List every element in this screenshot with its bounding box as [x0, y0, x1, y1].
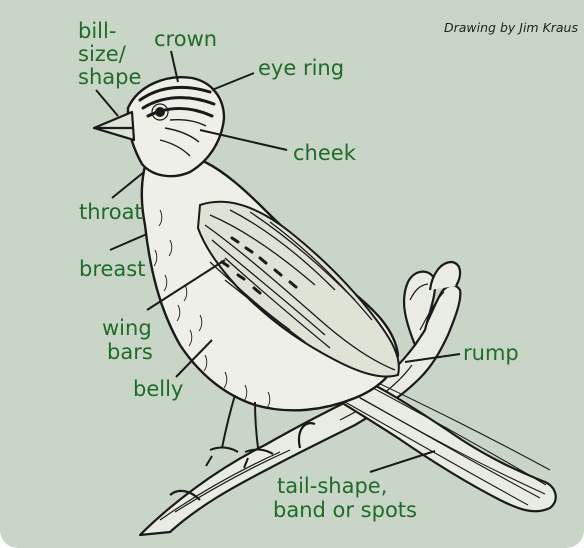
label-crown: crown [154, 29, 217, 50]
label-breast: breast [79, 259, 145, 280]
label-belly: belly [133, 379, 183, 400]
label-bill-line2: size/ [78, 44, 126, 65]
eye-icon [155, 107, 165, 117]
label-eye-ring: eye ring [258, 58, 344, 79]
label-bill-line3: shape [78, 67, 141, 88]
label-bill-line1: bill- [78, 21, 116, 42]
label-rump: rump [463, 343, 519, 364]
label-cheek: cheek [293, 143, 356, 164]
label-throat: throat [79, 202, 143, 223]
bill-drawing [94, 112, 134, 140]
drawing-credit: Drawing by Jim Kraus [444, 20, 578, 35]
label-wing-line2: bars [107, 342, 153, 363]
label-wing-line1: wing [102, 318, 152, 339]
label-tail-line1: tail-shape, [277, 476, 387, 497]
label-tail-line2: band or spots [273, 500, 417, 521]
